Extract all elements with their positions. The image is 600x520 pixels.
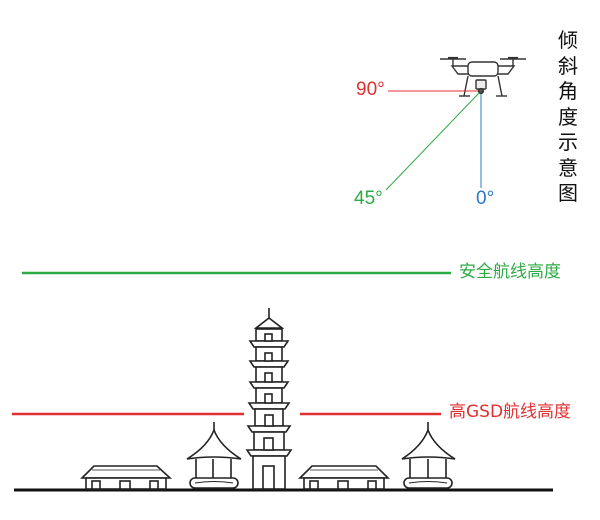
- angle-90-label: 90°: [356, 79, 385, 100]
- ray-45: [385, 92, 480, 191]
- safe-altitude-label: 安全航线高度: [459, 262, 561, 282]
- house-icon: [80, 465, 173, 490]
- house-icon: [298, 465, 390, 490]
- pavilion-icon: [401, 422, 456, 489]
- gsd-altitude-label: 高GSD航线高度: [449, 402, 572, 422]
- pavilion-icon: [186, 422, 242, 489]
- pagoda-icon: [245, 308, 293, 490]
- angle-45-label: 45°: [354, 188, 383, 209]
- diagram-title-vertical: 倾斜角度示意图: [558, 28, 578, 205]
- drone-icon: [440, 56, 526, 97]
- angle-0-label: 0°: [476, 188, 495, 209]
